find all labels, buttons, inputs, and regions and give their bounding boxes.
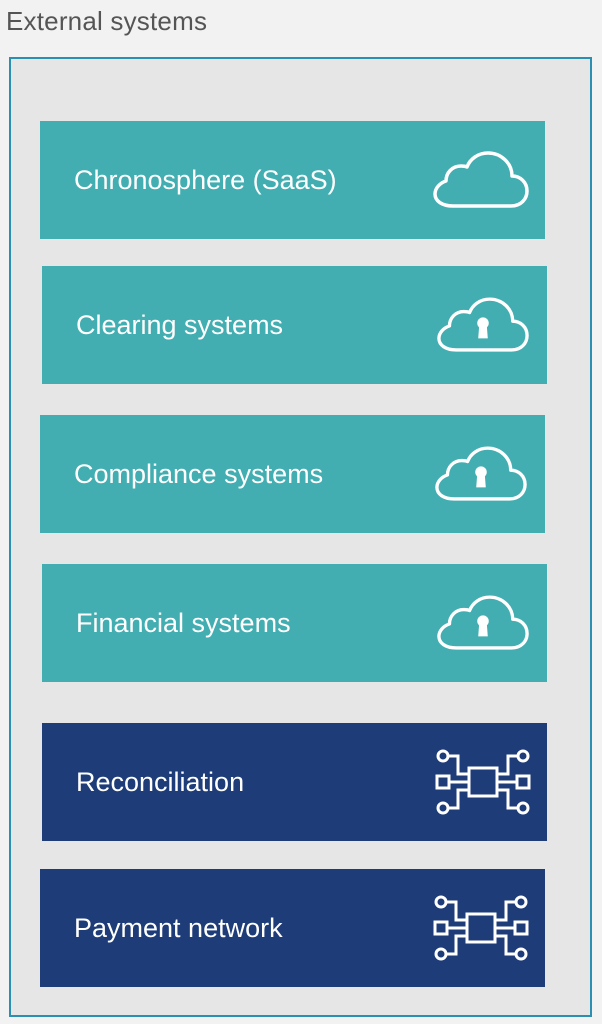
system-label: Payment network — [74, 912, 283, 943]
system-box-clearing: Clearing systems — [42, 266, 547, 384]
system-box-financial: Financial systems — [42, 564, 547, 682]
cloud-lock-icon — [433, 285, 533, 365]
system-label: Compliance systems — [74, 458, 324, 489]
system-label: Clearing systems — [76, 309, 284, 340]
system-label: Reconciliation — [76, 766, 245, 797]
cloud-icon — [431, 140, 531, 220]
cloud-lock-icon — [433, 583, 533, 663]
system-box-chronosphere: Chronosphere (SaaS) — [40, 121, 545, 239]
network-hub-icon — [431, 888, 531, 968]
system-box-compliance: Compliance systems — [40, 415, 545, 533]
system-box-reconciliation: Reconciliation — [42, 723, 547, 841]
cloud-lock-icon — [431, 434, 531, 514]
system-label: Financial systems — [76, 607, 291, 638]
system-label: Chronosphere (SaaS) — [74, 164, 337, 195]
system-box-payment-network: Payment network — [40, 869, 545, 987]
network-hub-icon — [433, 742, 533, 822]
section-title: External systems — [6, 6, 208, 36]
